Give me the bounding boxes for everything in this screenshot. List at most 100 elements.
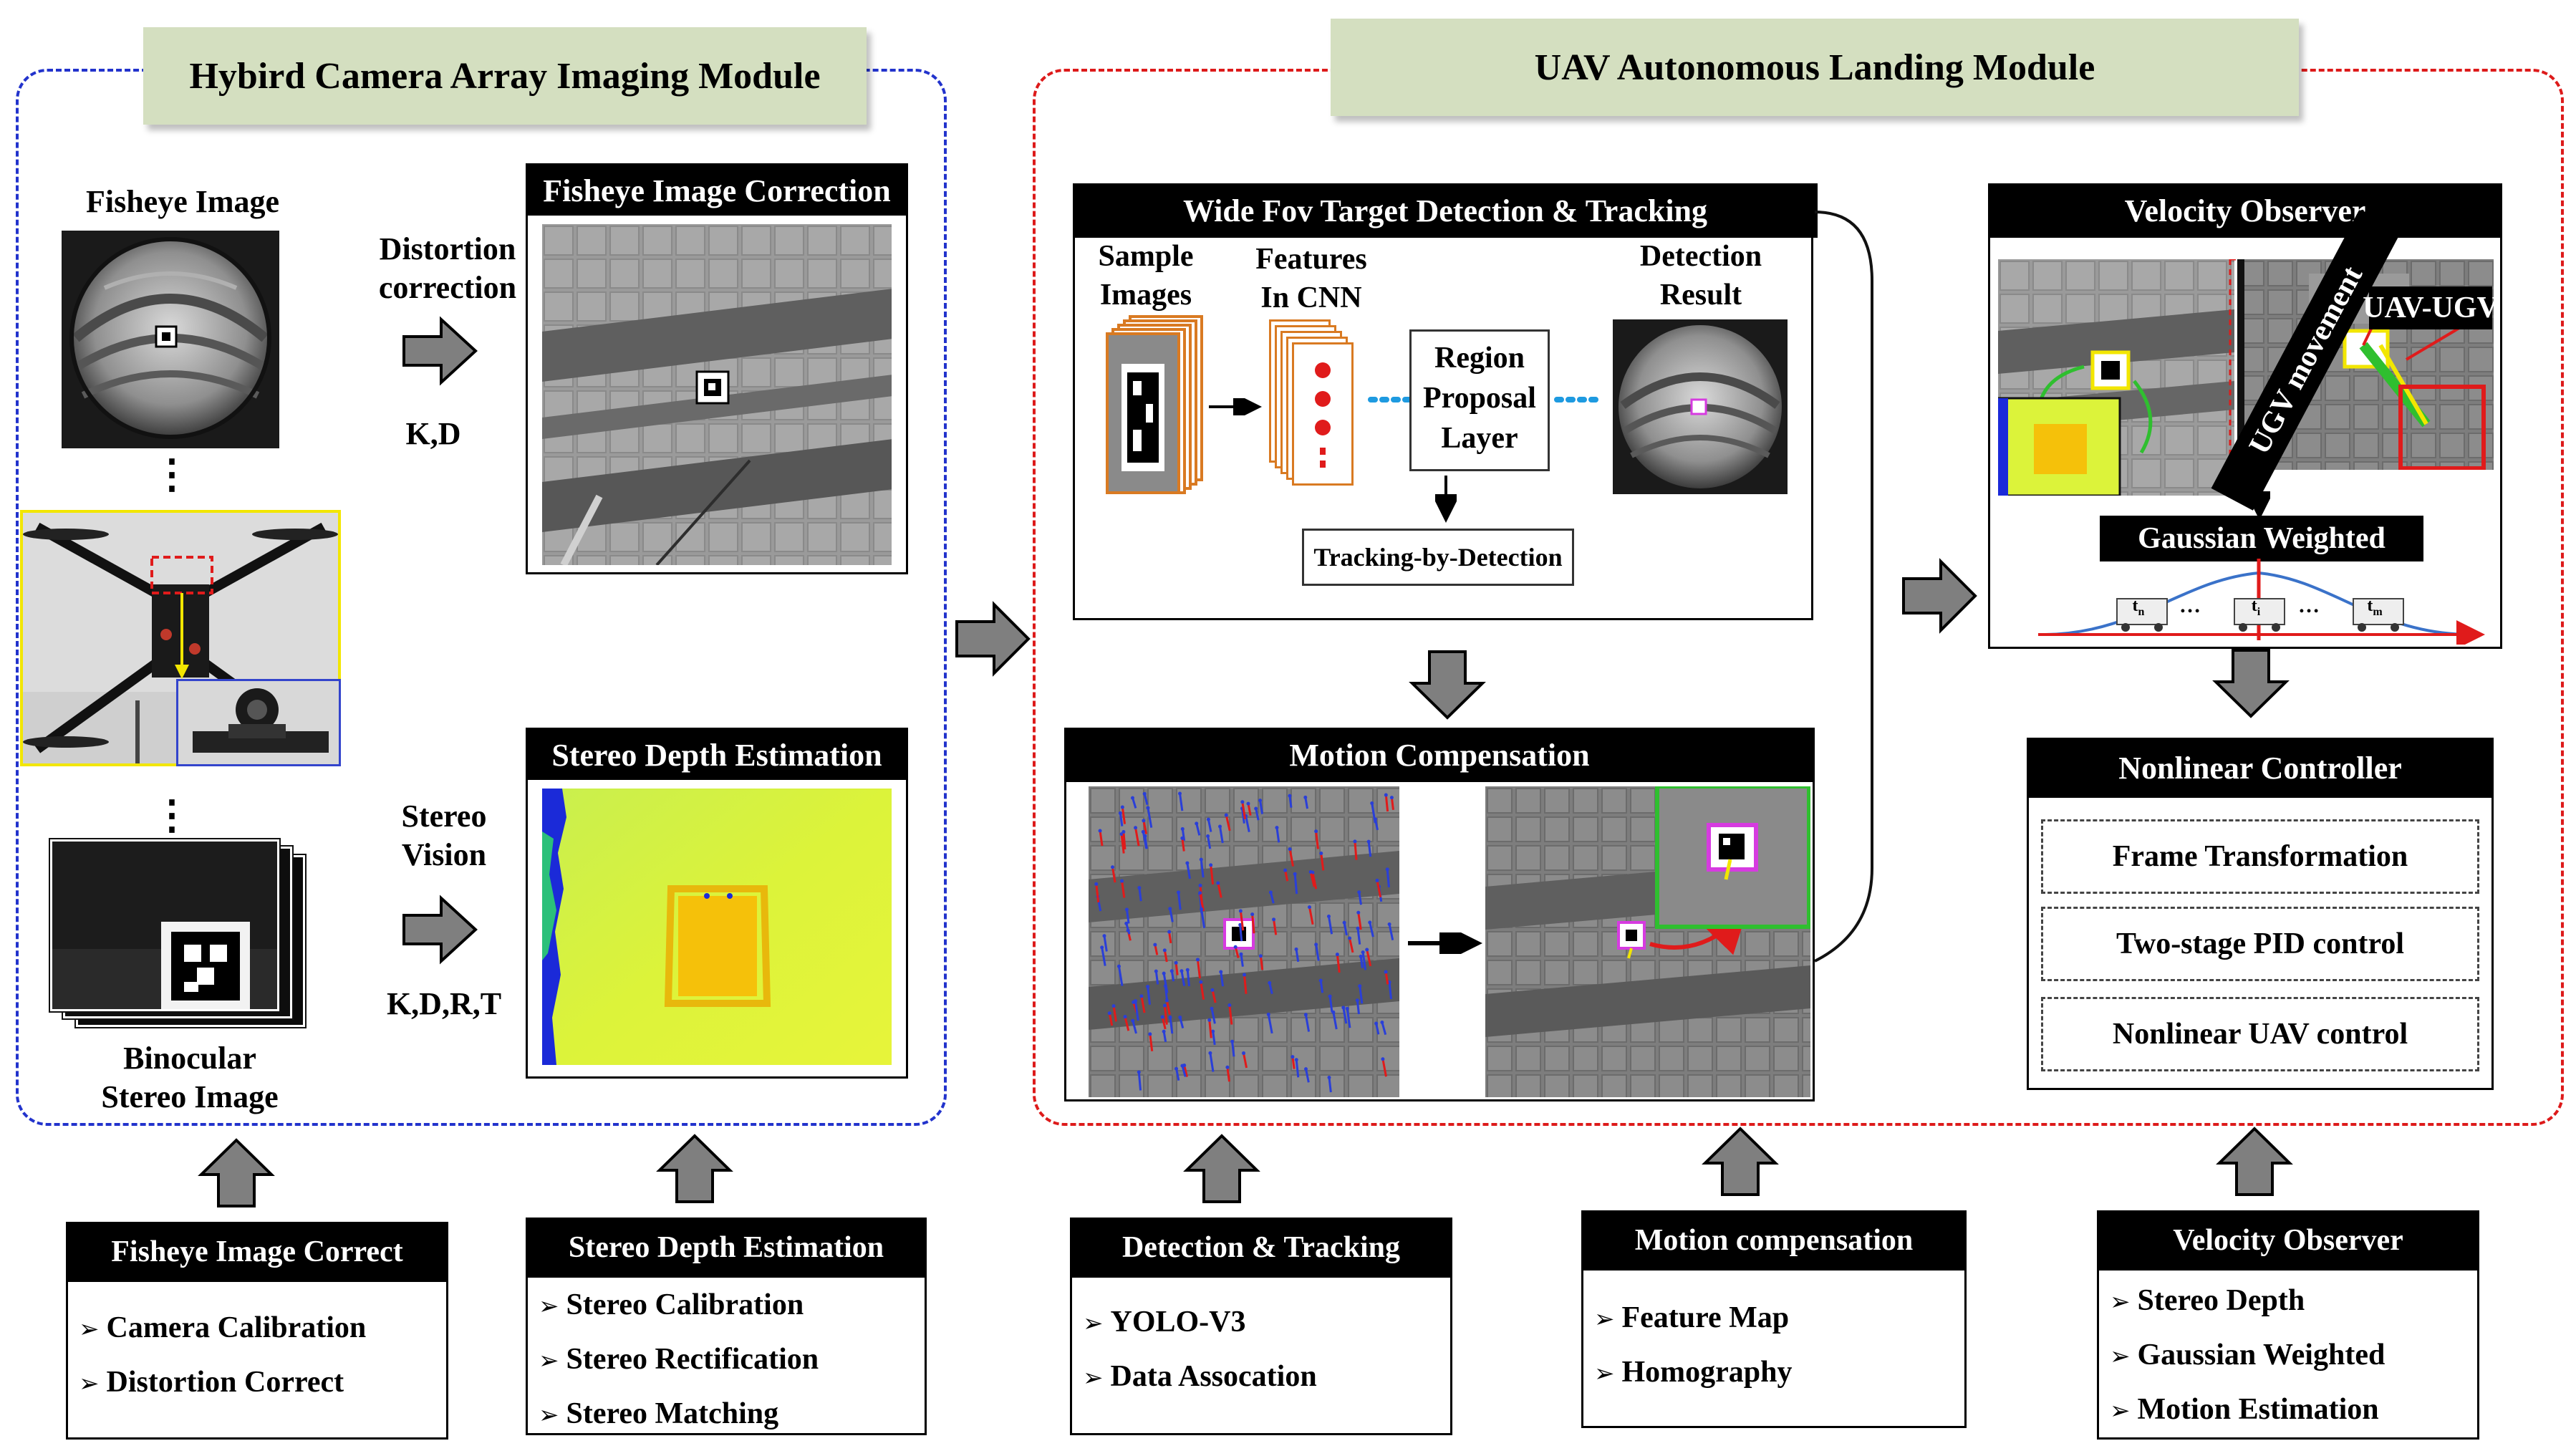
flow-vector <box>1200 982 1205 1001</box>
flow-point <box>1142 819 1146 823</box>
pid-control-item: Two-stage PID control <box>2041 907 2479 981</box>
flow-point <box>1356 910 1361 915</box>
feature-flow-image <box>1089 786 1399 1097</box>
bottom-box-item: ➢Homography <box>1594 1356 1793 1389</box>
flow-vector <box>1147 986 1151 1005</box>
flow-vector <box>1273 919 1278 935</box>
gaussian-curve-graphic <box>2038 559 2485 645</box>
flow-vector <box>1239 925 1243 942</box>
flow-point <box>1168 907 1172 911</box>
flow-vector <box>1239 910 1245 931</box>
flow-vector <box>1255 808 1260 821</box>
flow-vector <box>1112 1006 1117 1022</box>
flow-vector <box>1111 867 1116 883</box>
flow-vector <box>1357 912 1362 930</box>
flow-point <box>1246 801 1250 806</box>
flow-vector <box>1212 1031 1216 1046</box>
detection-result-image <box>1613 319 1788 494</box>
flow-point <box>1185 968 1190 972</box>
flow-point <box>1275 826 1279 830</box>
flow-vector <box>1117 965 1124 986</box>
flow-point <box>1146 806 1150 810</box>
flow-vector <box>1208 1020 1212 1038</box>
bullet-arrow-icon: ➢ <box>79 1315 100 1344</box>
flow-vector <box>1095 884 1100 903</box>
bullet-arrow-icon: ➢ <box>1594 1305 1615 1334</box>
flow-vector <box>1390 797 1394 811</box>
flow-point <box>1380 1020 1384 1024</box>
distortion-label-1: Distortion <box>379 231 516 266</box>
flow-vector <box>1295 1059 1300 1078</box>
ellipsis-2: … <box>2298 594 2320 617</box>
flow-vector <box>1371 803 1376 824</box>
flow-point <box>1308 905 1312 910</box>
flow-point <box>1359 954 1363 958</box>
flow-vector <box>1103 935 1108 952</box>
fisheye-correction-panel: Fisheye Image Correction <box>526 163 908 574</box>
flow-vector <box>1147 807 1153 828</box>
flow-vector <box>1132 1020 1137 1034</box>
flow-point <box>1258 799 1263 803</box>
flow-point <box>1348 936 1352 940</box>
flow-vector <box>1356 1000 1360 1015</box>
flow-vector <box>1210 1008 1216 1024</box>
flow-vector <box>1125 922 1131 935</box>
flow-point <box>1233 945 1238 949</box>
flow-vector <box>1163 950 1168 963</box>
flow-point <box>1318 978 1323 983</box>
bottom-box-item: ➢Stereo Rectification <box>539 1343 819 1376</box>
flow-point <box>1098 829 1102 833</box>
up-arrow-2 <box>656 1134 733 1203</box>
flow-point <box>1102 934 1106 938</box>
stereo-label-1: Stereo <box>401 799 487 834</box>
flow-point <box>1240 800 1245 804</box>
compensated-image <box>1485 786 1810 1097</box>
flow-vector <box>1138 887 1142 902</box>
flow-vector <box>1241 801 1247 819</box>
result-label-1: Detection <box>1639 240 1762 273</box>
flow-point <box>1160 1015 1164 1019</box>
flow-point <box>1326 915 1331 919</box>
flow-point <box>1303 1067 1308 1071</box>
arrow-compensation <box>1408 932 1482 954</box>
flow-vector <box>1384 971 1389 985</box>
flow-point <box>1375 878 1379 882</box>
flow-point <box>1361 950 1365 955</box>
flow-point <box>1268 980 1272 985</box>
flow-point <box>1319 852 1323 856</box>
flow-vector <box>1259 800 1264 814</box>
flow-point <box>1303 795 1308 799</box>
flow-point <box>1225 1065 1230 1069</box>
flow-vector <box>1354 841 1358 860</box>
flow-point <box>1180 1064 1185 1068</box>
flow-point <box>1207 1018 1212 1022</box>
vertical-dots-1: ⋮ <box>152 453 192 497</box>
flow-point <box>1200 907 1204 912</box>
arrow-region-to-tracking <box>1435 476 1457 523</box>
motion-compensation-title: Motion Compensation <box>1064 728 1815 782</box>
flow-point <box>1366 839 1371 844</box>
flow-point <box>1133 999 1137 1003</box>
flow-vector <box>1309 872 1316 887</box>
flow-vector <box>1210 864 1215 884</box>
flow-vector <box>1336 954 1341 973</box>
flow-point <box>1177 890 1181 895</box>
flow-vector <box>1121 806 1127 824</box>
flow-vector <box>1305 1069 1310 1083</box>
flow-vector <box>1288 849 1294 867</box>
bullet-arrow-icon: ➢ <box>539 1346 559 1375</box>
flow-point <box>1314 942 1318 947</box>
flow-vector <box>1386 869 1390 888</box>
flow-vector <box>1267 1014 1273 1034</box>
flow-point <box>1180 836 1185 840</box>
fisheye-correction-title: Fisheye Image Correction <box>528 165 906 216</box>
flow-point <box>1178 791 1182 796</box>
flow-point <box>1206 817 1210 821</box>
bottom-box-item: ➢Stereo Matching <box>539 1397 779 1430</box>
flow-point <box>1341 1006 1346 1010</box>
flow-vector <box>1143 793 1149 805</box>
flow-point <box>1328 994 1332 998</box>
flow-point <box>1169 969 1174 973</box>
flow-vector <box>1108 1013 1114 1026</box>
up-arrow-1 <box>198 1138 275 1207</box>
